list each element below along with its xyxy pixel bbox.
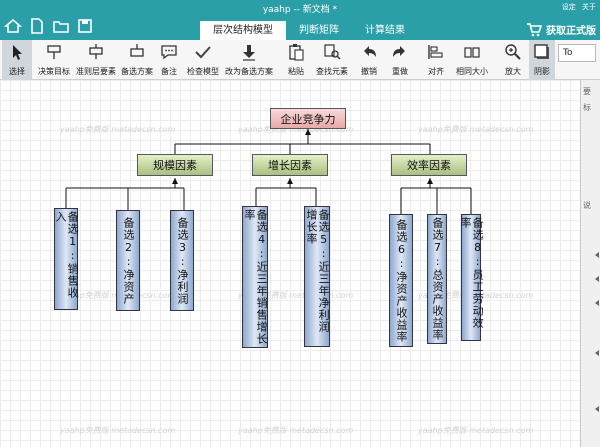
watermark: yaahp免费版 metadecsn.com bbox=[418, 426, 534, 435]
cursor-icon bbox=[8, 43, 26, 61]
open-folder-icon[interactable] bbox=[52, 17, 70, 35]
collapse-arrow-icon[interactable] bbox=[595, 350, 599, 356]
note-button[interactable]: 备注 bbox=[157, 40, 181, 80]
convert-to-alternative-button[interactable]: 改为备选方案 bbox=[223, 40, 275, 80]
criterion-node-scale[interactable]: 规模因素 bbox=[137, 154, 213, 176]
home-icon[interactable] bbox=[3, 17, 23, 35]
settings-link[interactable]: 设定 bbox=[561, 3, 576, 11]
alternative-node-5[interactable]: 备选5:近三年净利润增长率 bbox=[304, 206, 330, 347]
alternatives-button[interactable]: 备选方案 bbox=[118, 40, 156, 80]
get-full-version-label: 获取正式版 bbox=[546, 25, 596, 37]
watermark: yaahp免费版 metadecsn.com bbox=[60, 426, 176, 435]
watermark: yaahp免费版 metadecsn.com bbox=[238, 291, 354, 300]
title-bar: yaahp -- 新文档 * 层次结构模型 判断矩阵 计算结果 设定 关于 获取… bbox=[0, 0, 600, 40]
paste-button[interactable]: 粘贴 bbox=[282, 40, 310, 80]
tab-results[interactable]: 计算结果 bbox=[365, 25, 405, 36]
comment-icon bbox=[160, 43, 178, 61]
cart-icon bbox=[527, 23, 542, 37]
alternative-node-6[interactable]: 备选6:净资产收益率 bbox=[389, 214, 413, 347]
alternative-node-icon bbox=[128, 43, 146, 61]
get-full-version-button[interactable]: 获取正式版 bbox=[526, 21, 596, 37]
watermark: yaahp免费版 metadecsn.com bbox=[238, 125, 354, 134]
side-panel-label: 标 bbox=[583, 103, 591, 112]
collapse-arrow-icon[interactable] bbox=[595, 276, 599, 282]
select-tool-button[interactable]: 选择 bbox=[2, 40, 32, 80]
view-tabs: 层次结构模型 判断矩阵 计算结果 bbox=[200, 21, 418, 40]
align-button[interactable]: 对齐 bbox=[422, 40, 450, 80]
alternative-node-8[interactable]: 备选8:员工劳动效率 bbox=[459, 214, 484, 341]
about-link[interactable]: 关于 bbox=[582, 3, 596, 11]
alternative-node-4[interactable]: 备选4:近三年销售增长率 bbox=[242, 206, 268, 348]
new-file-icon[interactable] bbox=[28, 17, 46, 35]
alternative-node-3[interactable]: 备选3:净利润 bbox=[170, 210, 194, 311]
decision-goal-button[interactable]: 决策目标 bbox=[34, 40, 74, 80]
goal-node-icon bbox=[45, 43, 63, 61]
window-title: yaahp -- 新文档 * bbox=[262, 5, 338, 15]
side-panel-label: 要 bbox=[583, 87, 591, 96]
collapse-arrow-icon[interactable] bbox=[595, 406, 599, 412]
same-size-button[interactable]: 相同大小 bbox=[452, 40, 492, 80]
zoom-in-button[interactable]: 放大 bbox=[500, 40, 526, 80]
same-size-icon bbox=[463, 43, 481, 61]
watermark: yaahp免费版 metadecsn.com bbox=[60, 125, 176, 134]
zoom-in-icon bbox=[504, 43, 522, 61]
zoom-level-select[interactable]: To bbox=[558, 44, 596, 62]
alternative-node-1[interactable]: 备选1:销售收入 bbox=[54, 208, 79, 310]
properties-side-panel[interactable]: 要 标 说 bbox=[580, 80, 600, 447]
watermark: yaahp免费版 metadecsn.com bbox=[238, 426, 354, 435]
redo-icon bbox=[391, 43, 409, 61]
goal-node[interactable]: 企业竞争力 bbox=[270, 108, 346, 129]
align-icon bbox=[427, 43, 445, 61]
criteria-element-button[interactable]: 准则层要素 bbox=[75, 40, 117, 80]
watermark: yaahp免费版 metadecsn.com bbox=[418, 125, 534, 134]
tab-judgment-matrix[interactable]: 判断矩阵 bbox=[299, 25, 339, 36]
save-icon[interactable] bbox=[76, 17, 94, 35]
undo-icon bbox=[360, 43, 378, 61]
side-panel-label: 说 bbox=[583, 201, 591, 210]
criterion-node-growth[interactable]: 增长因素 bbox=[252, 154, 328, 176]
check-model-button[interactable]: 检查模型 bbox=[184, 40, 222, 80]
clipboard-icon bbox=[287, 43, 305, 61]
titlebar-links: 设定 关于 bbox=[558, 2, 596, 12]
find-icon bbox=[323, 43, 341, 61]
alternative-node-2[interactable]: 备选2:净资产 bbox=[116, 210, 140, 311]
arrow-down-icon bbox=[240, 43, 258, 61]
alternative-node-7[interactable]: 备选7:总资产收益率 bbox=[427, 214, 447, 344]
criteria-node-icon bbox=[87, 43, 105, 61]
checkmark-icon bbox=[194, 43, 212, 61]
collapse-arrow-icon[interactable] bbox=[595, 252, 599, 258]
tab-hierarchy-model[interactable]: 层次结构模型 bbox=[200, 21, 286, 40]
collapse-arrow-icon[interactable] bbox=[595, 300, 599, 306]
redo-button[interactable]: 重做 bbox=[386, 40, 414, 80]
undo-button[interactable]: 撤销 bbox=[354, 40, 384, 80]
criterion-node-efficiency[interactable]: 效率因素 bbox=[391, 154, 467, 176]
shadow-icon bbox=[533, 43, 551, 61]
find-element-button[interactable]: 查找元素 bbox=[313, 40, 351, 80]
model-canvas[interactable]: yaahp免费版 metadecsn.com yaahp免费版 metadecs… bbox=[0, 80, 580, 447]
shadow-toggle[interactable]: 阴影 bbox=[529, 40, 555, 80]
toolbar: 选择 决策目标 准则层要素 备选方案 备注 检查模型 改为备选方案 粘贴 查找元… bbox=[0, 40, 600, 80]
hierarchy-connectors bbox=[65, 129, 472, 214]
